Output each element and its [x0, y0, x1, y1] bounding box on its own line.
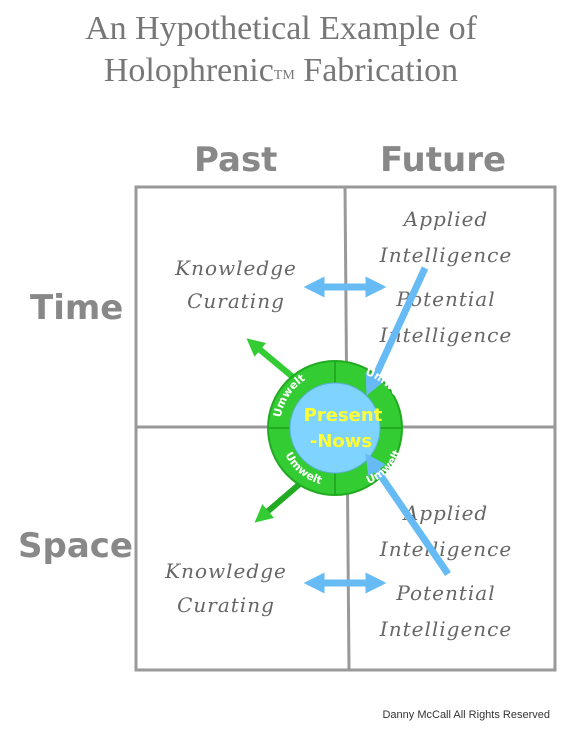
time-past-knowledge: Knowledge [174, 256, 297, 280]
trademark-mark: TM [273, 68, 295, 83]
title-line-1: An Hypothetical Example of [85, 10, 477, 47]
time-future-applied: Applied [402, 207, 488, 231]
column-label-past: Past [194, 140, 278, 180]
time-past-curating: Curating [187, 289, 285, 313]
space-future-potential: Potential [395, 581, 495, 605]
title: An Hypothetical Example of HolophrenicTM… [0, 8, 562, 99]
title-fabrication: Fabrication [294, 52, 459, 89]
space-future-potential-intelligence: Intelligence [379, 617, 512, 641]
space-past-knowledge: Knowledge [164, 559, 287, 583]
space-future-applied: Applied [402, 501, 488, 525]
space-future-applied-intelligence: Intelligence [379, 537, 512, 561]
present-label: Present [304, 405, 383, 426]
title-holophrenic: Holophrenic [103, 52, 274, 89]
blue-arrow-time-future [365, 266, 429, 396]
copyright-footer: Danny McCall All Rights Reserved [382, 709, 550, 721]
time-future-applied-intelligence: Intelligence [379, 243, 512, 267]
nows-label: -Nows [310, 431, 372, 452]
blue-arrow-space-future [365, 453, 451, 576]
space-past-curating: Curating [177, 593, 275, 617]
title-line-2: HolophrenicTM Fabrication [0, 50, 562, 99]
row-label-time: Time [30, 288, 124, 328]
row-label-space: Space [18, 526, 133, 566]
present-nows-core [289, 382, 381, 474]
column-label-future: Future [380, 140, 507, 180]
